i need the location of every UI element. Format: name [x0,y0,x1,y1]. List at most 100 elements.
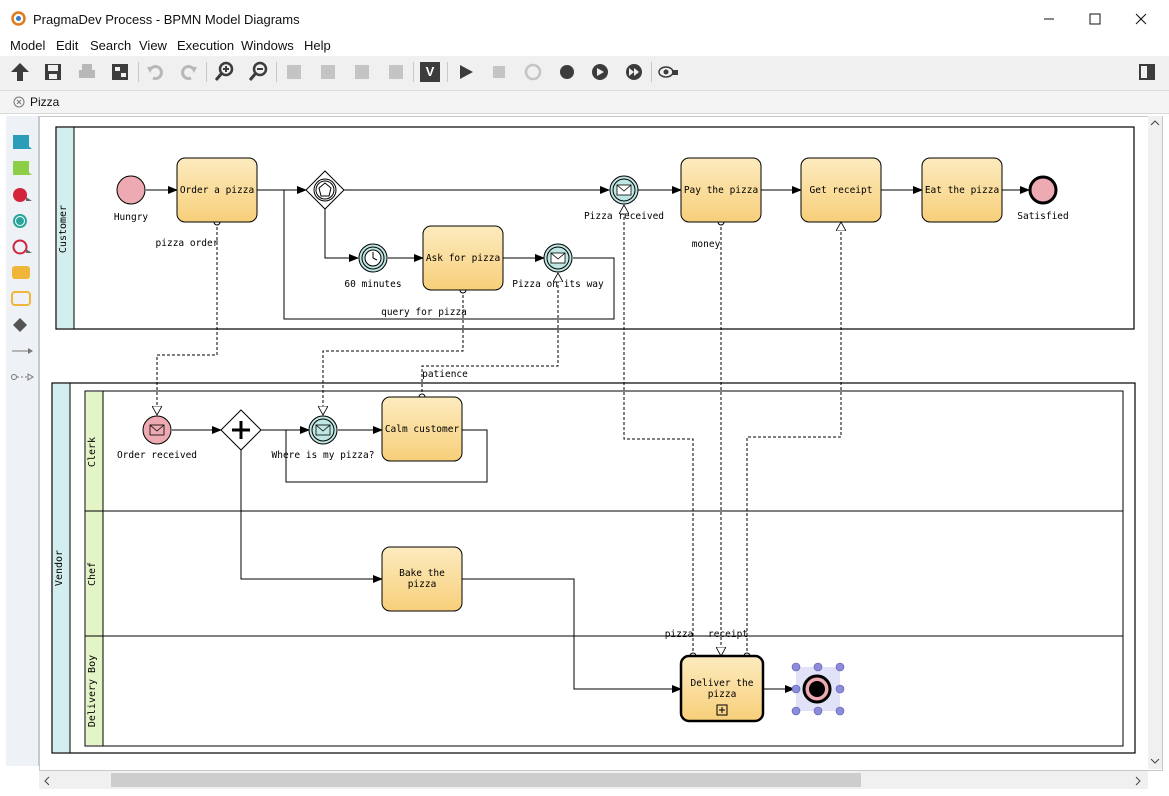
task-label-ask: Ask for pizza [426,253,500,264]
stop-icon[interactable] [488,61,510,83]
vendor-pool[interactable]: Vendor Clerk Chef Delivery Boy [51,382,1136,754]
restart-icon[interactable] [522,61,544,83]
task-label-bake-line1: Bake the [399,568,445,579]
menu-windows[interactable]: Windows [241,38,294,53]
align-top-icon[interactable] [351,61,373,83]
expand-subprocess-icon [716,704,728,716]
message-event-where-is-my-pizza[interactable]: Where is my pizza? [272,415,375,461]
task-pay-the-pizza[interactable]: Pay the pizza [680,157,762,223]
label-money: money [692,239,721,250]
task-get-receipt[interactable]: Get receipt [800,157,882,223]
end-event-satisfied[interactable]: Satisfied [1017,175,1069,222]
record-icon[interactable] [556,61,578,83]
message-start-order-received[interactable]: Order received [117,415,197,461]
diagram-canvas[interactable]: Customer Vendor Clerk Chef Delivery Boy [39,116,1163,771]
align-right-icon[interactable] [317,61,339,83]
fast-forward-icon[interactable] [623,61,645,83]
subprocess-tool-icon[interactable] [10,288,34,310]
intermediate-event-tool-icon[interactable] [10,210,34,232]
close-tab-icon[interactable] [13,96,25,108]
message-event-pizza-received[interactable]: Pizza received [584,175,664,222]
task-order-a-pizza[interactable]: Order a pizza [176,157,258,223]
horizontal-scroll-thumb[interactable] [111,773,861,787]
simulation-view-icon[interactable] [657,61,679,83]
toolbar: V [0,56,1169,91]
timer-event-60-minutes[interactable]: 60 minutes [344,243,402,290]
lane-label-delivery-boy: Delivery Boy [87,655,98,727]
zoom-in-icon[interactable] [213,61,235,83]
scroll-down-icon[interactable] [1150,757,1160,765]
maximize-icon[interactable] [1072,6,1118,32]
task-tool-icon[interactable] [10,262,34,284]
undo-icon[interactable] [145,61,167,83]
customer-pool[interactable]: Customer [55,126,1135,330]
task-eat-the-pizza[interactable]: Eat the pizza [921,157,1003,223]
pool-label-vendor: Vendor [54,550,65,586]
lane-tool-icon[interactable] [10,158,34,180]
label-query-for-pizza: query for pizza [381,307,467,318]
bpmn-diagram: Customer Vendor Clerk Chef Delivery Boy [51,126,1136,754]
menu-help[interactable]: Help [304,38,331,53]
menu-model[interactable]: Model [10,38,46,53]
title-bar: PragmaDev Process - BPMN Model Diagrams [0,0,1169,36]
horizontal-scrollbar[interactable] [39,771,1148,789]
pool-label-customer: Customer [58,205,69,253]
scroll-up-icon[interactable] [1150,119,1160,127]
parallel-gateway[interactable] [220,409,262,451]
message-event-pizza-on-its-way[interactable]: Pizza on its way [512,243,604,290]
save-icon[interactable] [42,61,64,83]
task-label-bake-line2: pizza [408,579,437,590]
app-icon [11,11,26,26]
task-label-pay: Pay the pizza [684,185,758,196]
gateway-tool-icon[interactable] [10,314,34,336]
pool-tool-icon[interactable] [10,132,34,154]
sequence-flows [146,186,1030,693]
scroll-left-icon[interactable] [43,776,51,786]
label-60-minutes: 60 minutes [344,279,401,290]
zoom-out-icon[interactable] [247,61,269,83]
menu-execution[interactable]: Execution [177,38,235,53]
window-title: PragmaDev Process - BPMN Model Diagrams [33,12,300,27]
label-order-received: Order received [117,450,197,461]
sequence-flow-tool-icon[interactable] [10,340,34,362]
tab-pizza[interactable]: Pizza [30,95,60,109]
task-calm-customer[interactable]: Calm customer [381,396,463,462]
step-icon[interactable] [589,61,611,83]
up-arrow-icon[interactable] [9,61,31,83]
label-hungry: Hungry [114,212,149,223]
start-event-tool-icon[interactable] [10,184,34,206]
menu-view[interactable]: View [139,38,167,53]
selection-handles [791,662,845,716]
menu-bar: Model Edit Search View Execution Windows… [0,36,1169,56]
end-event-selected[interactable] [791,662,845,716]
scroll-right-icon[interactable] [1134,776,1142,786]
menu-search[interactable]: Search [90,38,132,53]
align-bottom-icon[interactable] [385,61,407,83]
subprocess-deliver-the-pizza[interactable]: Deliver the pizza [679,654,765,723]
align-left-icon[interactable] [283,61,305,83]
label-receipt: receipt [708,629,748,640]
task-label-order: Order a pizza [180,185,254,196]
task-bake-the-pizza[interactable]: Bake the pizza [381,546,463,612]
message-flow-tool-icon[interactable] [10,366,34,388]
minimize-icon[interactable] [1026,6,1072,32]
play-icon[interactable] [455,61,477,83]
lane-label-chef: Chef [87,562,98,586]
menu-edit[interactable]: Edit [56,38,79,53]
check-model-button[interactable]: V [420,62,440,82]
end-event-tool-icon[interactable] [10,236,34,258]
print-icon[interactable] [76,61,98,83]
task-label-deliver-line1: Deliver the [691,678,754,689]
close-icon[interactable] [1118,6,1164,32]
task-label-eat: Eat the pizza [925,185,999,196]
side-panel-icon[interactable] [1136,61,1158,83]
label-where-is-my-pizza: Where is my pizza? [272,450,375,461]
lane-label-clerk: Clerk [87,437,98,467]
task-label-receipt: Get receipt [810,185,873,196]
vertical-scrollbar[interactable] [1148,116,1162,769]
task-ask-for-pizza[interactable]: Ask for pizza [422,225,504,291]
export-icon[interactable] [109,61,131,83]
redo-icon[interactable] [177,61,199,83]
start-event-hungry[interactable]: Hungry [114,175,149,223]
event-based-gateway[interactable] [305,170,345,210]
